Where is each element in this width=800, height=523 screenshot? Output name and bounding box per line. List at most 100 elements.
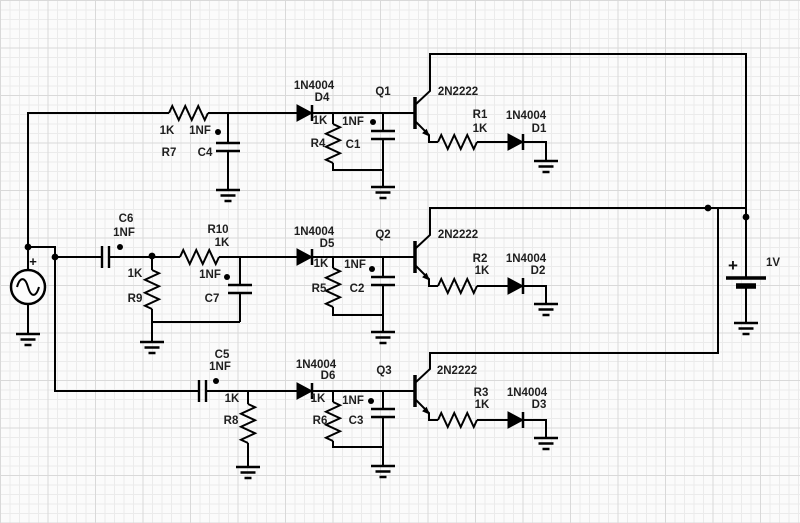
capacitor-c6[interactable] bbox=[100, 246, 111, 268]
label-r6-value: 1K bbox=[311, 393, 326, 405]
wire-q1-collector-to-battery bbox=[415, 53, 747, 277]
label-r9-value: 1K bbox=[128, 268, 143, 280]
ground-icon-battery[interactable] bbox=[732, 321, 760, 336]
label-q2-part: 2N2222 bbox=[438, 229, 478, 241]
label-r4-value: 1K bbox=[313, 115, 328, 127]
resistor-r2[interactable] bbox=[437, 278, 478, 294]
diode-d4[interactable] bbox=[295, 103, 314, 123]
diode-d5[interactable] bbox=[295, 247, 314, 267]
label-r5-value: 1K bbox=[314, 258, 329, 270]
junction-dots bbox=[24, 119, 750, 404]
wire-q3-emitter-chain bbox=[415, 399, 547, 438]
label-c4-ref: C4 bbox=[198, 147, 213, 159]
wire-q1-emitter-chain bbox=[415, 121, 547, 161]
resistor-r1[interactable] bbox=[437, 134, 478, 150]
label-r9-ref: R9 bbox=[128, 293, 143, 305]
capacitor-c7[interactable] bbox=[228, 283, 252, 295]
q3-emitter-arrow-icon bbox=[422, 406, 430, 415]
label-c6-value: 1NF bbox=[113, 227, 135, 239]
wire-q2-collector-rail bbox=[415, 207, 746, 249]
capacitor-c4[interactable] bbox=[216, 141, 240, 153]
transistor-q3[interactable] bbox=[413, 375, 430, 415]
resistor-r9[interactable] bbox=[144, 269, 160, 310]
ground-icon-d1[interactable] bbox=[532, 159, 560, 174]
resistor-r3[interactable] bbox=[437, 412, 478, 428]
label-bullet-c7 bbox=[224, 274, 230, 280]
wire-q2-emitter-chain bbox=[415, 265, 547, 304]
capacitor-c1[interactable] bbox=[371, 129, 395, 141]
label-c5-value: 1NF bbox=[209, 361, 231, 373]
label-bullet-c6 bbox=[117, 244, 123, 250]
wire-r9-stem-tie bbox=[151, 257, 240, 342]
label-c2-ref: C2 bbox=[350, 283, 365, 295]
label-r7-value: 1K bbox=[160, 125, 175, 137]
label-c3-value: 1NF bbox=[342, 395, 364, 407]
label-r2-value: 1K bbox=[475, 265, 490, 277]
label-q3-part: 2N2222 bbox=[437, 365, 477, 377]
resistor-r7[interactable] bbox=[168, 105, 209, 121]
junction-dot bbox=[704, 204, 712, 212]
label-d2-ref: D2 bbox=[531, 265, 546, 277]
label-bullet-c3 bbox=[368, 398, 374, 404]
label-d5-ref: D5 bbox=[320, 238, 335, 250]
label-q3-ref: Q3 bbox=[376, 365, 391, 377]
battery-bat1[interactable]: + 1V bbox=[726, 256, 780, 289]
label-r6-ref: R6 bbox=[313, 415, 328, 427]
ground-icon-d2[interactable] bbox=[532, 302, 560, 317]
label-bullet-c1 bbox=[370, 119, 376, 125]
ground-icon-source[interactable] bbox=[14, 332, 42, 347]
ground-icon-c1[interactable] bbox=[369, 185, 397, 200]
label-d2-part: 1N4004 bbox=[506, 253, 547, 265]
transistor-q2[interactable] bbox=[413, 241, 430, 281]
ac-source-plus-sign: + bbox=[29, 254, 37, 269]
label-c1-ref: C1 bbox=[346, 139, 361, 151]
label-q2-ref: Q2 bbox=[375, 229, 390, 241]
capacitor-c3[interactable] bbox=[371, 407, 395, 419]
label-c4-value: 1NF bbox=[189, 125, 211, 137]
q1-emitter-arrow-icon bbox=[422, 128, 430, 137]
label-d1-ref: D1 bbox=[532, 123, 547, 135]
label-r3-ref: R3 bbox=[474, 387, 489, 399]
label-bullet-c2 bbox=[369, 266, 375, 272]
wire-r4-stem-tie bbox=[332, 113, 383, 171]
resistor-r4[interactable] bbox=[325, 123, 341, 164]
battery-value-label: 1V bbox=[766, 257, 780, 269]
label-d1-part: 1N4004 bbox=[506, 110, 547, 122]
label-d4-part: 1N4004 bbox=[294, 80, 335, 92]
label-r8-value: 1K bbox=[225, 393, 240, 405]
label-d4-ref: D4 bbox=[315, 92, 330, 104]
battery-plus-sign: + bbox=[728, 256, 738, 275]
junction-dot bbox=[51, 253, 59, 261]
capacitor-c5[interactable] bbox=[197, 380, 208, 402]
transistor-q1[interactable] bbox=[413, 97, 430, 137]
ground-icon-c2[interactable] bbox=[369, 330, 397, 345]
diode-d3[interactable] bbox=[506, 410, 525, 430]
label-r10-ref: R10 bbox=[207, 224, 228, 236]
capacitor-c2[interactable] bbox=[371, 275, 395, 287]
diode-d1[interactable] bbox=[506, 132, 525, 152]
junction-dot bbox=[148, 252, 156, 260]
ground-icon-r8[interactable] bbox=[234, 465, 262, 480]
capacitors bbox=[100, 129, 395, 419]
component-labels: 1K 1NF R7 C4 1N4004 D4 1K 1NF R4 C1 Q1 2… bbox=[113, 80, 548, 427]
ground-icon-r9[interactable] bbox=[138, 340, 166, 355]
ac-source-v1[interactable]: + bbox=[9, 254, 47, 306]
resistor-r10[interactable] bbox=[179, 249, 220, 265]
label-q1-ref: Q1 bbox=[375, 86, 391, 98]
resistor-r5[interactable] bbox=[325, 267, 341, 308]
label-c5-ref: C5 bbox=[215, 349, 230, 361]
diode-d2[interactable] bbox=[506, 276, 525, 296]
label-c3-ref: C3 bbox=[349, 415, 364, 427]
ground-icon-d3[interactable] bbox=[532, 436, 560, 451]
resistor-r8[interactable] bbox=[240, 403, 256, 444]
label-r8-ref: R8 bbox=[224, 415, 239, 427]
label-bullet-c5 bbox=[213, 378, 219, 384]
resistor-r6[interactable] bbox=[325, 401, 341, 442]
label-c2-value: 1NF bbox=[344, 259, 366, 271]
ground-icon-c4[interactable] bbox=[214, 188, 242, 203]
junction-dot bbox=[742, 213, 750, 221]
label-r7-ref: R7 bbox=[162, 147, 177, 159]
label-r3-value: 1K bbox=[475, 399, 490, 411]
ground-icon-c3[interactable] bbox=[369, 464, 397, 479]
